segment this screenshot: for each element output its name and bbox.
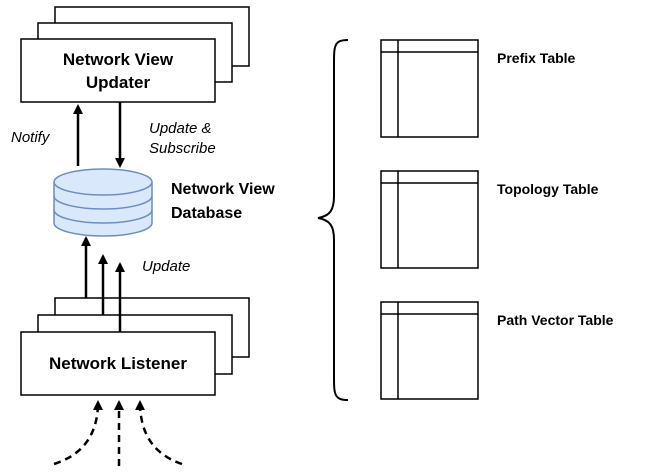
listener-box [20, 331, 216, 396]
incoming-dashed-arrow-right [135, 400, 183, 466]
database-disk-line-1 [53, 195, 153, 210]
path-vector-table: Path Vector Table [380, 301, 614, 400]
prefix-table-label: Prefix Table [497, 50, 576, 66]
database-disk-line-2 [53, 209, 153, 224]
curly-brace [317, 39, 349, 401]
prefix-table-icon [380, 39, 479, 138]
database-label-line1: Network View [171, 181, 275, 198]
notify-label: Notify [11, 129, 51, 146]
database-label-line2: Database [171, 205, 242, 222]
update-subscribe-label-line1: Update & [149, 120, 212, 137]
updater-label-line1: Network View [63, 50, 174, 69]
network-listener: Network Listener [20, 297, 250, 396]
update-subscribe-label-line2: Subscribe [149, 140, 216, 157]
topology-table-label: Topology Table [497, 181, 599, 197]
path-vector-table-icon [380, 301, 479, 400]
topology-table: Topology Table [380, 170, 599, 269]
topology-table-icon [380, 170, 479, 269]
incoming-dashed-arrow-left [53, 400, 103, 466]
network-view-database: Network View Database [53, 168, 275, 237]
listener-label: Network Listener [49, 354, 187, 373]
updater-label-line2: Updater [86, 73, 151, 92]
network-view-updater: Network View Updater [20, 6, 250, 103]
path-vector-table-label: Path Vector Table [497, 312, 614, 328]
update-label: Update [142, 258, 190, 275]
updater-box [20, 38, 216, 103]
prefix-table: Prefix Table [380, 39, 576, 138]
database-cylinder-top [53, 168, 153, 196]
